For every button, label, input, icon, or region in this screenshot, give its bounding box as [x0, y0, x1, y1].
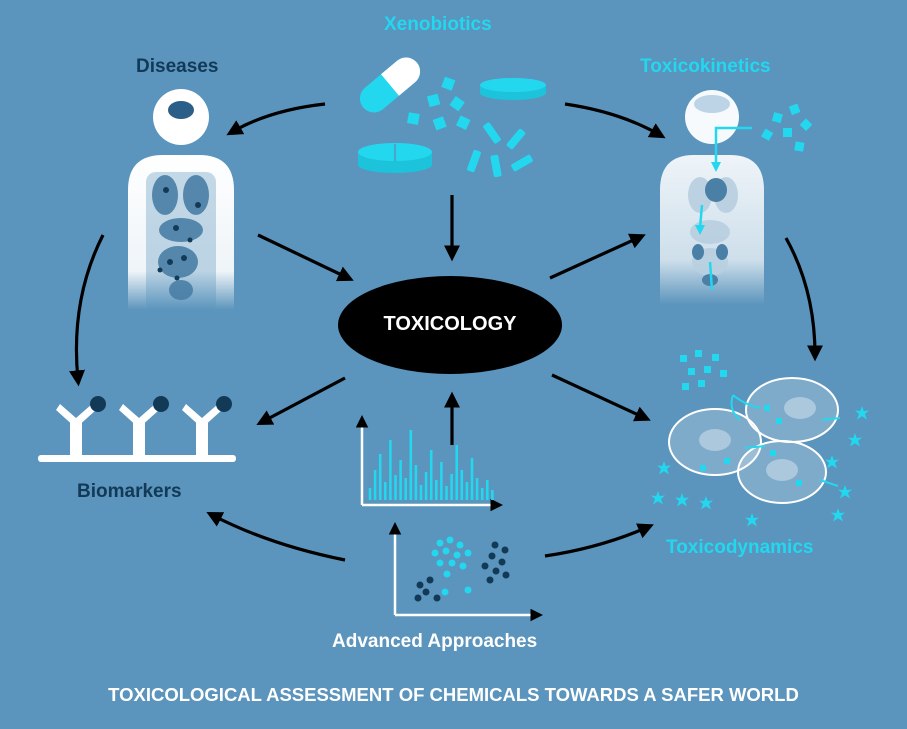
human-body-icon [660, 90, 813, 305]
arrow-xeno-to-diseases [226, 102, 326, 136]
arrow-diseases-to-toxicology [257, 233, 354, 282]
bar-chart-icon [355, 415, 503, 512]
toxicodynamics-label: Toxicodynamics [666, 537, 814, 558]
toxicokinetics-label: Toxicokinetics [640, 56, 771, 77]
arrow-xeno-to-toxicokinetics [564, 102, 666, 139]
flow-arrows [69, 102, 823, 562]
arrow-toxicology-to-toxicodynamics [551, 373, 651, 422]
toxicology-ellipse [338, 276, 562, 374]
footer-caption: TOXICOLOGICAL ASSESSMENT OF CHEMICALS TO… [108, 684, 799, 705]
diseases-label: Diseases [136, 56, 219, 77]
arrow-advanced-to-toxicodynamics [544, 523, 654, 558]
arrow-toxicology-to-biomarkers [256, 376, 346, 425]
biomarkers-label: Biomarkers [77, 481, 182, 502]
xenobiotics-label: Xenobiotics [384, 14, 492, 35]
arrow-diseases-to-biomarkers [69, 234, 105, 387]
scatter-plot-icon [388, 522, 543, 622]
antibody-icon [38, 396, 236, 462]
arrow-toxicology-to-toxicokinetics [549, 233, 646, 280]
pill-icon [358, 57, 546, 178]
cell-icon [651, 350, 869, 527]
human-body-icon [128, 89, 234, 312]
arrow-toxicokinetics-to-toxicodynamics [784, 237, 823, 362]
toxicology-label: TOXICOLOGY [383, 313, 517, 335]
arrow-advanced-to-biomarkers [206, 512, 346, 562]
advanced-approaches-label: Advanced Approaches [332, 631, 538, 652]
